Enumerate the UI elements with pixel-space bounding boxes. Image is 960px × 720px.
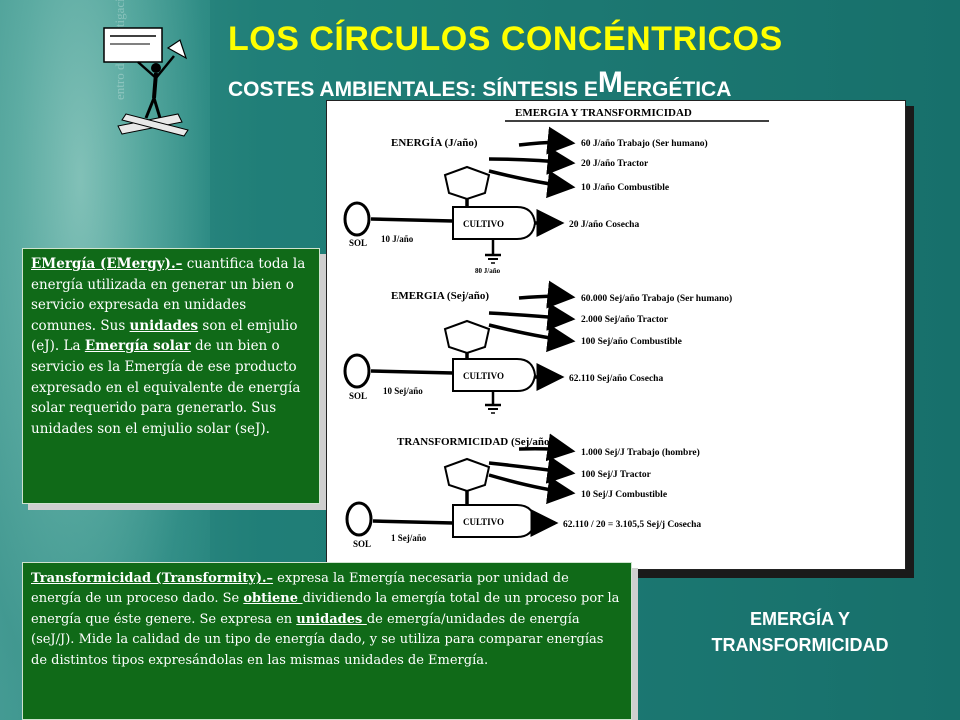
- input-label: 60 J/año Trabajo (Ser humano): [581, 138, 708, 149]
- source-value: 10 J/año: [381, 234, 414, 244]
- unidades-term: unidades: [296, 611, 367, 627]
- slide-caption: EMERGÍA Y TRANSFORMICIDAD: [680, 606, 920, 658]
- input-label: 60.000 Sej/año Trabajo (Ser humano): [581, 293, 732, 304]
- emergy-text: son el emjulio (eJ). La: [31, 317, 298, 355]
- caption-line-1: EMERGÍA Y: [749, 609, 851, 629]
- source-label: SOL: [349, 238, 367, 248]
- logo-figure-icon: [103, 27, 189, 137]
- diagram-svg: EMERGIA Y TRANSFORMICIDAD ENERGÍA (J/año…: [343, 107, 769, 549]
- input-label: 2.000 Sej/año Tractor: [581, 315, 669, 325]
- transformity-heading: Transformicidad (Transformity).–: [31, 571, 274, 586]
- diagram-title: EMERGIA Y TRANSFORMICIDAD: [515, 107, 692, 119]
- subtitle-big-letter: M: [597, 66, 623, 99]
- input-label: 100 Sej/J Tractor: [581, 470, 652, 480]
- output-label: 20 J/año Cosecha: [569, 220, 639, 230]
- transformity-text: dividiendo la emergía total de un proces…: [31, 591, 620, 627]
- input-label: 20 J/año Tractor: [581, 159, 649, 169]
- process-label: CULTIVO: [463, 517, 504, 527]
- emergy-heading: EMergía (EMergy).: [31, 256, 176, 272]
- subtitle-part-2: ERGÉTICA: [622, 78, 732, 101]
- section-emergy: EMERGIA (Sej/año) 60.000 Sej/año Trabajo…: [343, 280, 732, 414]
- process-label: CULTIVO: [463, 219, 504, 229]
- emergy-units-term: unidades: [129, 317, 199, 334]
- subtitle-part-1: COSTES AMBIENTALES: SÍNTESIS E: [228, 78, 598, 101]
- page-subtitle: COSTES AMBIENTALES: SÍNTESIS EMERGÉTICA: [228, 66, 732, 104]
- process-label: CULTIVO: [463, 371, 504, 381]
- transformity-definition-box: Transformicidad (Transformity).– expresa…: [22, 562, 632, 720]
- emergy-text: cuantifica toda la energía utilizada en …: [31, 256, 306, 334]
- source-label: SOL: [353, 539, 371, 549]
- transformity-text: expresa la Emergía necesaria por unidad …: [31, 571, 569, 607]
- emergy-definition-box: EMergía (EMergy).– cuantifica toda la en…: [22, 248, 320, 504]
- source-label: SOL: [349, 391, 367, 401]
- section-heading: TRANSFORMICIDAD (Sej/año): [397, 436, 553, 448]
- solar-emergy-term: Emergía solar: [84, 338, 191, 355]
- transformity-text: de emergía/unidades de energía (seJ/J). …: [31, 611, 604, 668]
- caption-line-2: TRANSFORMICIDAD: [711, 635, 889, 655]
- input-label: 100 Sej/año Combustible: [581, 337, 682, 347]
- input-label: 10 Sej/J Combustible: [581, 490, 667, 500]
- output-label: 62.110 Sej/año Cosecha: [569, 374, 663, 384]
- source-value: 1 Sej/año: [391, 533, 427, 543]
- page-title: LOS CÍRCULOS CONCÉNTRICOS: [228, 20, 783, 58]
- obtiene-term: obtiene: [243, 591, 303, 607]
- section-energy: ENERGÍA (J/año) 60 J/año Trabajo (Ser hu…: [343, 126, 708, 275]
- input-label: 1.000 Sej/J Trabajo (hombre): [581, 447, 700, 458]
- section-heading: EMERGIA (Sej/año): [391, 290, 489, 302]
- section-heading: ENERGÍA (J/año): [391, 137, 478, 149]
- input-label: 10 J/año Combustible: [581, 183, 669, 193]
- source-value: 10 Sej/año: [383, 386, 423, 396]
- emergy-diagram: EMERGIA Y TRANSFORMICIDAD ENERGÍA (J/año…: [326, 100, 906, 570]
- emergy-heading-dash: –: [175, 256, 183, 272]
- section-transformity: TRANSFORMICIDAD (Sej/año) 1.000 Sej/J Tr…: [345, 433, 701, 549]
- output-label: 62.110 / 20 = 3.105,5 Sej/j Cosecha: [563, 520, 701, 530]
- sink-label: 80 J/año: [475, 267, 501, 275]
- emergy-text: de un bien o servicio es la Emergía de e…: [31, 338, 301, 437]
